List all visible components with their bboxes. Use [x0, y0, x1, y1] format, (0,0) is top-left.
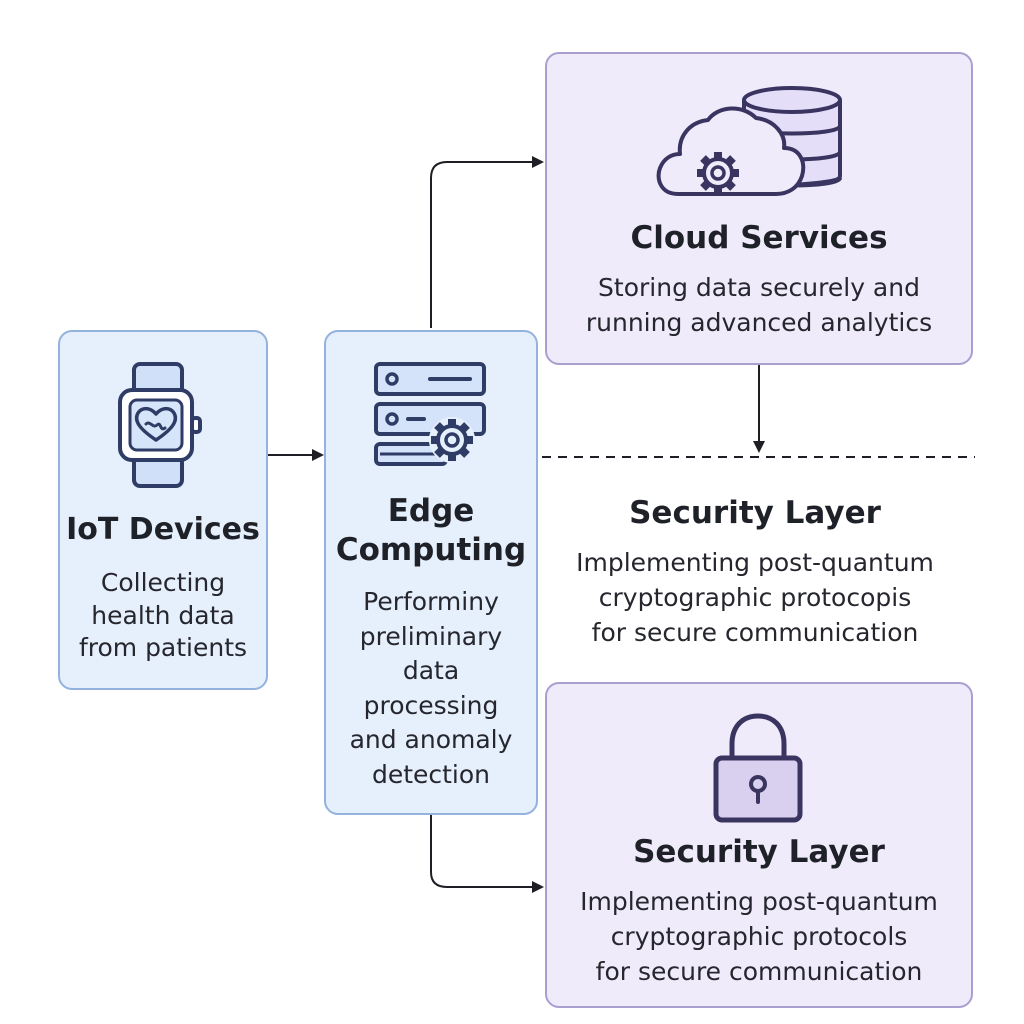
cloud-services-description-line: running advanced analytics [585, 308, 933, 337]
edge-computing-description: Performiny preliminary data processing a… [324, 585, 538, 792]
edge-computing-description-line: and anomaly [349, 725, 513, 754]
edge-edge-to-cloud [430, 156, 544, 328]
security-layer-description-line: Implementing post-quantum [580, 887, 938, 916]
security-layer-middle-title: Security Layer [629, 495, 881, 531]
iot-devices-description-line: Collecting [100, 568, 226, 597]
edge-computing-title-line: Computing [335, 532, 527, 568]
padlock-icon [713, 713, 803, 823]
edge-computing-title: Edge Computing [324, 492, 538, 570]
edge-computing-description-line: data [402, 656, 460, 685]
edge-computing-description-line: detection [371, 759, 491, 789]
cloud-services-title: Cloud Services [630, 220, 888, 256]
edge-computing-description-line: Performiny [363, 587, 499, 616]
security-layer-description-line: cryptographic protocols [610, 922, 908, 951]
edge-computing-title-line: Edge [387, 493, 475, 529]
edge-computing-description-line: processing [363, 690, 499, 720]
security-layer-node [545, 682, 973, 1008]
security-layer-middle-description-line: for secure communication [591, 618, 919, 647]
security-layer-middle-description: Implementing post-quantum cryptographic … [545, 545, 965, 650]
smartwatch-heart-icon [118, 362, 202, 488]
cloud-services-description: Storing data securely and running advanc… [545, 270, 973, 340]
security-layer-title: Security Layer [633, 834, 885, 870]
iot-devices-description-line: health data [91, 600, 235, 630]
iot-devices-title: IoT Devices [66, 512, 260, 547]
security-layer-description: Implementing post-quantum cryptographic … [545, 884, 973, 989]
server-gear-icon [374, 362, 486, 466]
edge-edge-to-security [430, 815, 544, 893]
cloud-database-gear-icon [656, 86, 842, 196]
security-layer-middle-description-line: Implementing post-quantum [576, 548, 934, 577]
cloud-services-description-line: Storing data securely and [598, 273, 920, 302]
iot-devices-description: Collecting health data from patients [58, 567, 268, 665]
iot-devices-description-line: from patients [78, 633, 248, 662]
edge-computing-description-line: preliminary [359, 621, 503, 651]
security-layer-middle-description-line: cryptographic protocopis [598, 583, 912, 612]
security-layer-description-line: for secure communication [595, 957, 923, 986]
